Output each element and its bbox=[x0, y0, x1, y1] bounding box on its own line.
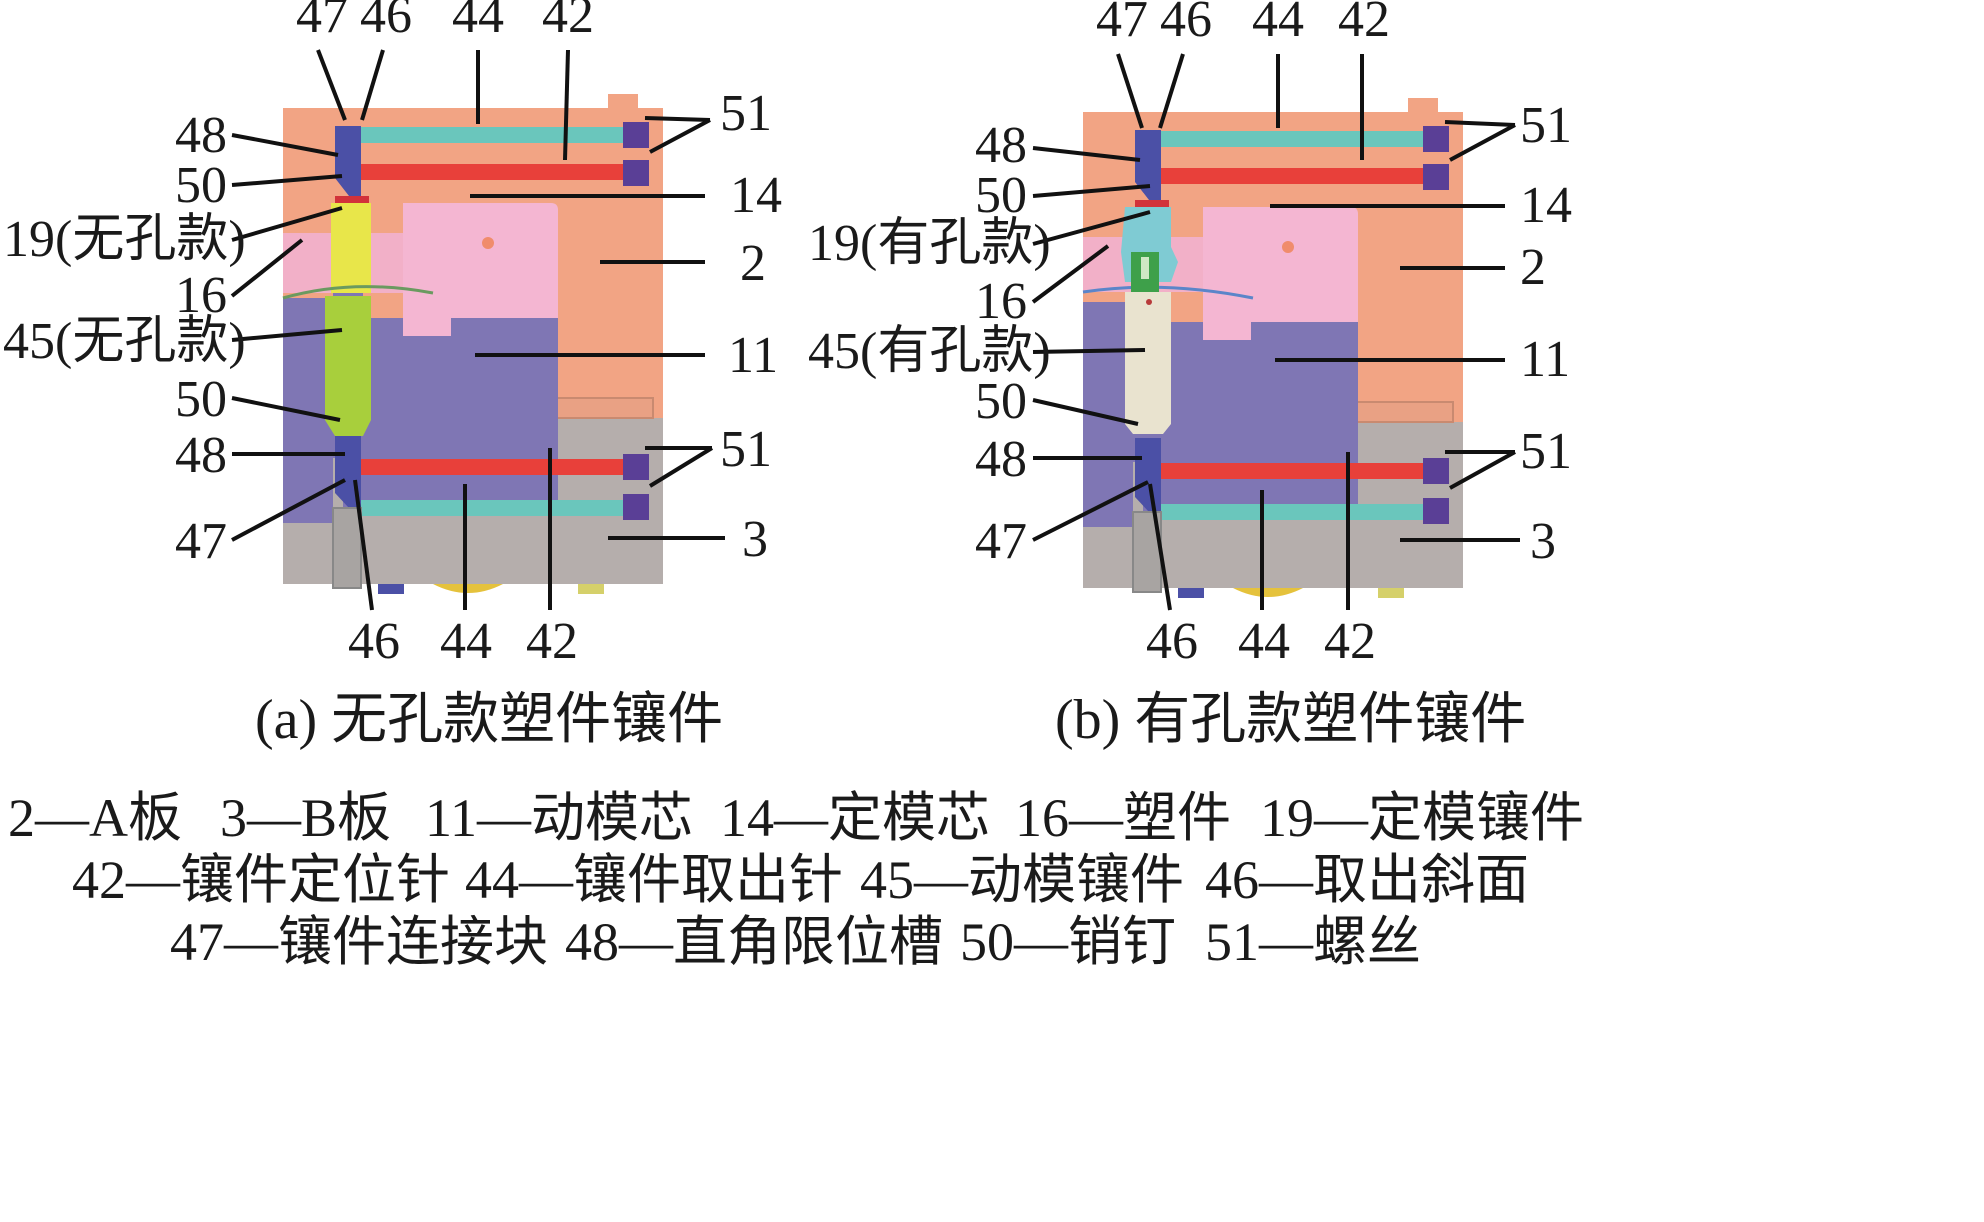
legend-item: 46—取出斜面 bbox=[1205, 850, 1529, 910]
legend-item: 45—动模镶件 bbox=[860, 850, 1184, 910]
label-48-lower-a: 48 bbox=[175, 427, 227, 484]
legend-item: 48—直角限位槽 bbox=[565, 912, 943, 972]
label-51-upper-b: 51 bbox=[1520, 97, 1572, 154]
label-51-lower-a: 51 bbox=[720, 421, 772, 478]
label-44-bottom-a: 44 bbox=[440, 613, 492, 670]
label-3-a: 3 bbox=[742, 511, 768, 568]
legend-item: 3—B板 bbox=[220, 788, 391, 848]
label-47-top-a: 47 bbox=[296, 0, 348, 44]
legend-item: 11—动模芯 bbox=[425, 788, 693, 848]
legend-item: 50—销钉 bbox=[960, 912, 1176, 972]
panel-b: 47 46 44 42 51 48 50 19(有孔款) 14 2 16 45(… bbox=[808, 0, 1572, 751]
label-51-upper-a: 51 bbox=[720, 85, 772, 142]
label-48-upper-b: 48 bbox=[975, 117, 1027, 174]
label-2-a: 2 bbox=[740, 235, 766, 292]
label-19-a: 19(无孔款) bbox=[3, 211, 246, 268]
label-16-a: 16 bbox=[175, 267, 227, 324]
label-46-bottom-a: 46 bbox=[348, 613, 400, 670]
label-42-top-a: 42 bbox=[542, 0, 594, 44]
label-44-top-a: 44 bbox=[452, 0, 504, 44]
legend-item: 2—A板 bbox=[8, 788, 182, 848]
label-14-b: 14 bbox=[1520, 177, 1572, 234]
label-14-a: 14 bbox=[730, 167, 782, 224]
label-11-b: 11 bbox=[1520, 331, 1570, 388]
label-47-top-b: 47 bbox=[1096, 0, 1148, 48]
panel-a: 47 46 44 42 51 48 50 19(无孔款) 14 2 16 45(… bbox=[3, 0, 782, 751]
legend-item: 19—定模镶件 bbox=[1260, 788, 1584, 848]
label-16-b: 16 bbox=[975, 273, 1027, 330]
label-42-top-b: 42 bbox=[1338, 0, 1390, 48]
legend: 2—A板 3—B板 11—动模芯 14—定模芯 16—塑件 19—定模镶件 42… bbox=[8, 788, 1584, 972]
label-45-b: 45(有孔款) bbox=[808, 323, 1051, 380]
caption-b: (b) 有孔款塑件镶件 bbox=[1055, 689, 1526, 751]
label-50-upper-b: 50 bbox=[975, 167, 1027, 224]
label-47-lower-b: 47 bbox=[975, 513, 1027, 570]
label-46-top-b: 46 bbox=[1160, 0, 1212, 48]
label-42-bottom-a: 42 bbox=[526, 613, 578, 670]
caption-a: (a) 无孔款塑件镶件 bbox=[255, 689, 723, 751]
legend-item: 51—螺丝 bbox=[1205, 912, 1421, 972]
label-44-bottom-b: 44 bbox=[1238, 613, 1290, 670]
label-50-lower-b: 50 bbox=[975, 373, 1027, 430]
label-48-upper-a: 48 bbox=[175, 107, 227, 164]
label-50-lower-a: 50 bbox=[175, 371, 227, 428]
label-44-top-b: 44 bbox=[1252, 0, 1304, 48]
legend-item: 42—镶件定位针 bbox=[72, 850, 450, 910]
label-19-b: 19(有孔款) bbox=[808, 215, 1051, 272]
label-42-bottom-b: 42 bbox=[1324, 613, 1376, 670]
legend-item: 47—镶件连接块 bbox=[170, 912, 548, 972]
label-3-b: 3 bbox=[1530, 513, 1556, 570]
label-48-lower-b: 48 bbox=[975, 431, 1027, 488]
label-45-a: 45(无孔款) bbox=[3, 313, 246, 370]
label-47-lower-a: 47 bbox=[175, 513, 227, 570]
legend-item: 44—镶件取出针 bbox=[465, 850, 843, 910]
label-46-top-a: 46 bbox=[360, 0, 412, 44]
legend-item: 16—塑件 bbox=[1015, 788, 1231, 848]
label-50-upper-a: 50 bbox=[175, 157, 227, 214]
label-51-lower-b: 51 bbox=[1520, 423, 1572, 480]
label-46-bottom-b: 46 bbox=[1146, 613, 1198, 670]
label-11-a: 11 bbox=[728, 327, 778, 384]
legend-item: 14—定模芯 bbox=[720, 788, 990, 848]
label-2-b: 2 bbox=[1520, 239, 1546, 296]
